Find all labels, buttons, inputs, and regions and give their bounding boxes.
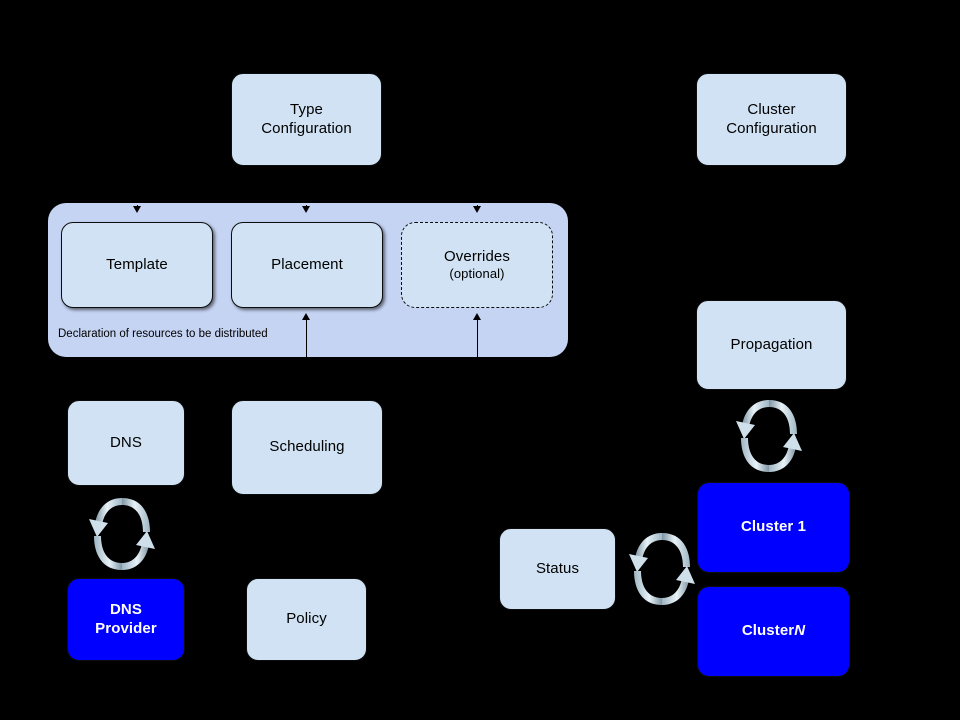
node-type-configuration[interactable]: Type Configuration: [231, 73, 382, 166]
group-caption: Declaration of resources to be distribut…: [58, 328, 268, 340]
arrowhead-template: [132, 206, 141, 213]
connector-typeconfig-overrides: [477, 168, 478, 208]
arrowhead-placement: [301, 206, 310, 213]
node-cluster-1[interactable]: Cluster 1: [697, 482, 850, 573]
node-cluster-n-index: N: [794, 622, 806, 640]
connector-typeconfig-placement: [306, 168, 307, 208]
sync-icon-status: [626, 527, 698, 611]
node-template[interactable]: Template: [61, 222, 213, 308]
node-placement[interactable]: Placement: [231, 222, 383, 308]
node-overrides-label: Overrides: [444, 247, 510, 265]
node-scheduling[interactable]: Scheduling: [231, 400, 383, 495]
node-policy[interactable]: Policy: [246, 578, 367, 661]
node-cluster-n-prefix: Cluster: [741, 622, 795, 640]
node-dns[interactable]: DNS: [67, 400, 185, 486]
arrowhead-overrides: [472, 206, 481, 213]
sync-icon-dns: [86, 492, 158, 576]
connector-typeconfig-template: [137, 168, 138, 208]
node-propagation[interactable]: Propagation: [696, 300, 847, 390]
node-cluster-configuration[interactable]: Cluster Configuration: [696, 73, 847, 166]
node-cluster-n[interactable]: Cluster N: [697, 586, 850, 677]
connector-scheduling-placement: [306, 318, 307, 357]
arrowhead-placement-up: [301, 313, 310, 320]
sync-icon-propagation: [733, 394, 805, 478]
node-overrides-sublabel: (optional): [449, 266, 505, 282]
arrowhead-overrides-up: [472, 313, 481, 320]
node-status[interactable]: Status: [499, 528, 616, 610]
node-dns-provider[interactable]: DNS Provider: [67, 578, 185, 661]
connector-policy-overrides: [477, 318, 478, 357]
node-overrides[interactable]: Overrides (optional): [401, 222, 553, 308]
